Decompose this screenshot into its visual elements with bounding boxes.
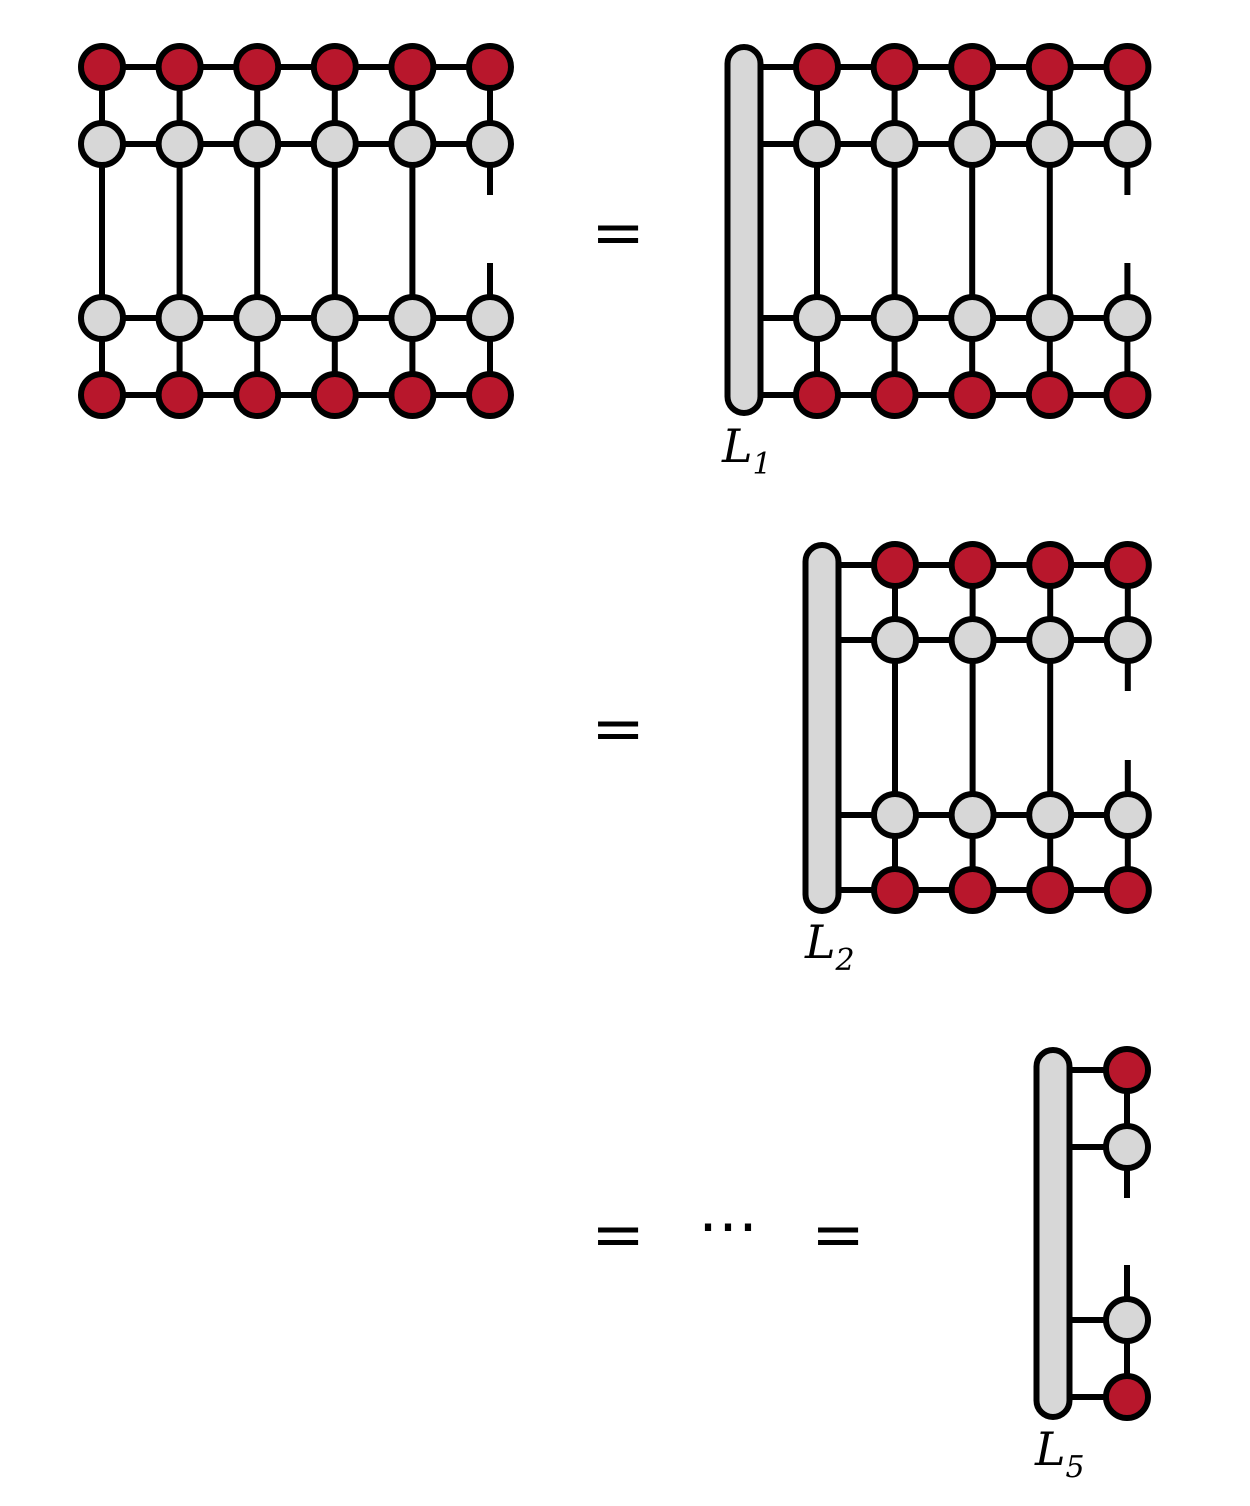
red-tensor-node xyxy=(1103,1046,1151,1094)
environment-tensor-bar xyxy=(1033,1047,1073,1420)
red-tensor-node xyxy=(948,371,997,419)
red-tensor-node xyxy=(1026,541,1075,589)
environment-tensor-bar xyxy=(724,44,764,416)
red-tensor-node xyxy=(948,866,997,914)
gray-tensor-node xyxy=(155,294,204,342)
gray-tensor-node xyxy=(466,120,514,168)
red-tensor-node xyxy=(1025,43,1074,91)
red-tensor-node xyxy=(466,43,514,91)
gray-tensor-node xyxy=(871,791,919,839)
network-after-contraction-1 xyxy=(724,43,1152,419)
ellipsis: ⋯ xyxy=(698,1191,758,1261)
red-tensor-node xyxy=(78,43,126,91)
gray-tensor-node xyxy=(155,120,204,168)
red-tensor-node xyxy=(1103,43,1152,91)
red-tensor-node xyxy=(1103,541,1152,589)
environment-label-L5: L5 xyxy=(1034,1422,1085,1485)
gray-tensor-node xyxy=(388,294,437,342)
gray-tensor-node xyxy=(870,120,919,168)
red-tensor-node xyxy=(1025,371,1074,419)
red-tensor-node xyxy=(870,371,919,419)
red-tensor-node xyxy=(871,866,919,914)
environment-tensor-bar xyxy=(802,542,842,914)
gray-tensor-node xyxy=(466,294,514,342)
red-tensor-node xyxy=(388,43,437,91)
red-tensor-node xyxy=(233,371,282,419)
equals-sign-2: = xyxy=(591,692,645,766)
gray-tensor-node xyxy=(948,120,997,168)
red-tensor-node xyxy=(870,43,919,91)
red-tensor-node xyxy=(155,43,204,91)
gray-tensor-node xyxy=(233,294,282,342)
red-tensor-node xyxy=(1103,1373,1151,1421)
red-tensor-node xyxy=(793,43,841,91)
equals-sign-4: = xyxy=(811,1198,865,1272)
gray-tensor-node xyxy=(1103,294,1152,342)
gray-tensor-node xyxy=(1103,1296,1151,1344)
gray-tensor-node xyxy=(870,294,919,342)
network-after-contraction-5 xyxy=(1033,1046,1151,1421)
gray-tensor-node xyxy=(1025,120,1074,168)
red-tensor-node xyxy=(233,43,282,91)
red-tensor-node xyxy=(310,371,359,419)
environment-label-L1: L1 xyxy=(721,419,772,482)
gray-tensor-node xyxy=(793,120,841,168)
gray-tensor-node xyxy=(78,294,126,342)
gray-tensor-node xyxy=(1103,1123,1151,1171)
red-tensor-node xyxy=(871,541,919,589)
red-tensor-node xyxy=(793,371,841,419)
gray-tensor-node xyxy=(233,120,282,168)
red-tensor-node xyxy=(948,43,997,91)
gray-tensor-node xyxy=(948,616,997,664)
gray-tensor-node xyxy=(948,294,997,342)
gray-tensor-node xyxy=(310,120,359,168)
gray-tensor-node xyxy=(948,791,997,839)
gray-tensor-node xyxy=(793,294,841,342)
red-tensor-node xyxy=(310,43,359,91)
gray-tensor-node xyxy=(78,120,126,168)
red-tensor-node xyxy=(78,371,126,419)
equals-sign-1: = xyxy=(591,196,645,270)
red-tensor-node xyxy=(1103,866,1152,914)
equals-sign-3: = xyxy=(591,1198,645,1272)
red-tensor-node xyxy=(155,371,204,419)
gray-tensor-node xyxy=(1103,791,1152,839)
red-tensor-node xyxy=(1026,866,1075,914)
red-tensor-node xyxy=(388,371,437,419)
environment-label-L2: L2 xyxy=(804,915,855,978)
gray-tensor-node xyxy=(1103,616,1152,664)
gray-tensor-node xyxy=(1025,294,1074,342)
network-full-network xyxy=(78,43,514,419)
gray-tensor-node xyxy=(388,120,437,168)
red-tensor-node xyxy=(466,371,514,419)
gray-tensor-node xyxy=(1026,791,1075,839)
red-tensor-node xyxy=(948,541,997,589)
gray-tensor-node xyxy=(1026,616,1075,664)
red-tensor-node xyxy=(1103,371,1152,419)
network-after-contraction-2 xyxy=(802,541,1152,914)
gray-tensor-node xyxy=(310,294,359,342)
gray-tensor-node xyxy=(871,616,919,664)
gray-tensor-node xyxy=(1103,120,1152,168)
